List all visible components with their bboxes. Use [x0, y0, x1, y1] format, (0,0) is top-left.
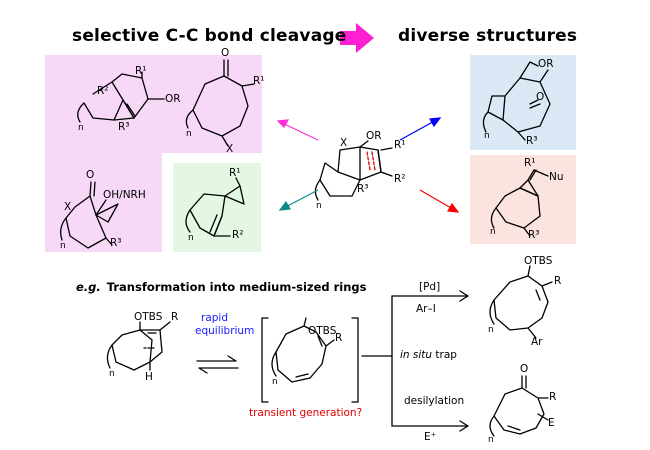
label-nu: Nu: [549, 171, 564, 183]
in-situ-trap-label: in situ trap: [400, 350, 457, 361]
label-n: n: [186, 129, 192, 139]
label-otbs: OTBS: [134, 311, 163, 323]
equilibrium-arrow-back: [198, 367, 239, 374]
label-n: n: [272, 377, 278, 387]
desilylation-label: desilylation: [404, 395, 465, 407]
green-structure: [185, 177, 245, 237]
bottom-start-structure: [106, 321, 171, 371]
ar-i-label: Ar–I: [416, 303, 436, 315]
label-r1: R¹: [135, 65, 147, 77]
label-r: R: [335, 332, 343, 344]
label-n: n: [488, 325, 494, 335]
label-r1: R¹: [524, 157, 536, 169]
label-h: H: [145, 371, 153, 383]
central-structure: [314, 140, 393, 201]
label-n: n: [316, 201, 322, 211]
label-r: R: [554, 275, 562, 287]
label-r3: R³: [118, 121, 130, 133]
example-heading: e.g. Transformation into medium-sized rin…: [76, 280, 367, 294]
label-ar: Ar: [531, 336, 543, 348]
label-r1: R¹: [253, 75, 265, 87]
transient-label: transient generation?: [249, 407, 363, 419]
transient-structure: [271, 317, 335, 383]
equilibrium-arrow-forward: [196, 355, 237, 362]
label-oh-nrh: OH/NRH: [103, 189, 146, 201]
label-n: n: [60, 241, 66, 251]
example-title: Transformation into medium-sized rings: [106, 280, 367, 294]
label-r: R: [549, 391, 557, 403]
heading-right: diverse structures: [398, 26, 578, 46]
product-e-structure: [489, 375, 549, 437]
label-n: n: [488, 435, 494, 445]
pink-panel: [45, 55, 262, 252]
label-r3: R³: [357, 183, 369, 195]
label-r2: R²: [232, 229, 244, 241]
label-n: n: [109, 369, 115, 379]
label-n: n: [484, 131, 490, 141]
label-r2: R²: [394, 173, 406, 185]
label-r1: R¹: [394, 139, 406, 151]
label-r: R: [171, 311, 179, 323]
heading-left: selective C-C bond cleavage: [72, 26, 347, 46]
label-otbs: OTBS: [524, 255, 553, 267]
label-otbs: OTBS: [308, 325, 337, 337]
green-panel: [173, 163, 261, 252]
label-x: X: [340, 137, 348, 149]
blue-panel: [470, 55, 576, 150]
label-r3: R³: [110, 237, 122, 249]
label-o: O: [520, 363, 529, 375]
pink-structure-3: [60, 181, 119, 249]
label-x: X: [226, 143, 234, 155]
label-o: O: [536, 91, 545, 103]
label-or: OR: [538, 58, 554, 70]
trap-text: trap: [435, 349, 457, 361]
salmon-panel: [470, 155, 576, 244]
product-pd-structure: [489, 265, 553, 339]
label-r3: R³: [526, 135, 538, 147]
in-situ-text: in situ: [400, 349, 433, 361]
equilibrium-label: equilibrium: [195, 325, 255, 337]
label-r3: R³: [528, 229, 540, 241]
right-bracket: [351, 317, 359, 403]
big-magenta-arrow: [340, 23, 374, 53]
label-or: OR: [165, 93, 181, 105]
pink-structure-2: [185, 59, 255, 147]
left-bracket: [261, 317, 269, 403]
label-or: OR: [366, 130, 382, 142]
label-n: n: [188, 233, 194, 243]
salmon-structure: [490, 169, 549, 237]
arrow-desilylation: [391, 420, 469, 432]
label-n: n: [490, 227, 496, 237]
pd-label: [Pd]: [419, 281, 441, 293]
label-x: X: [64, 201, 72, 213]
label-r1: R¹: [229, 167, 241, 179]
label-r2: R²: [97, 85, 109, 97]
arrow-pd: [391, 290, 469, 302]
e-plus-label: E⁺: [424, 431, 437, 443]
label-n: n: [78, 123, 84, 133]
blue-structure: [482, 61, 551, 141]
label-e: E: [548, 417, 555, 429]
pink-structure-1: [77, 71, 165, 123]
label-o: O: [221, 47, 230, 59]
example-prefix: e.g.: [76, 280, 101, 294]
label-o: O: [86, 169, 95, 181]
rapid-label: rapid: [201, 312, 228, 324]
